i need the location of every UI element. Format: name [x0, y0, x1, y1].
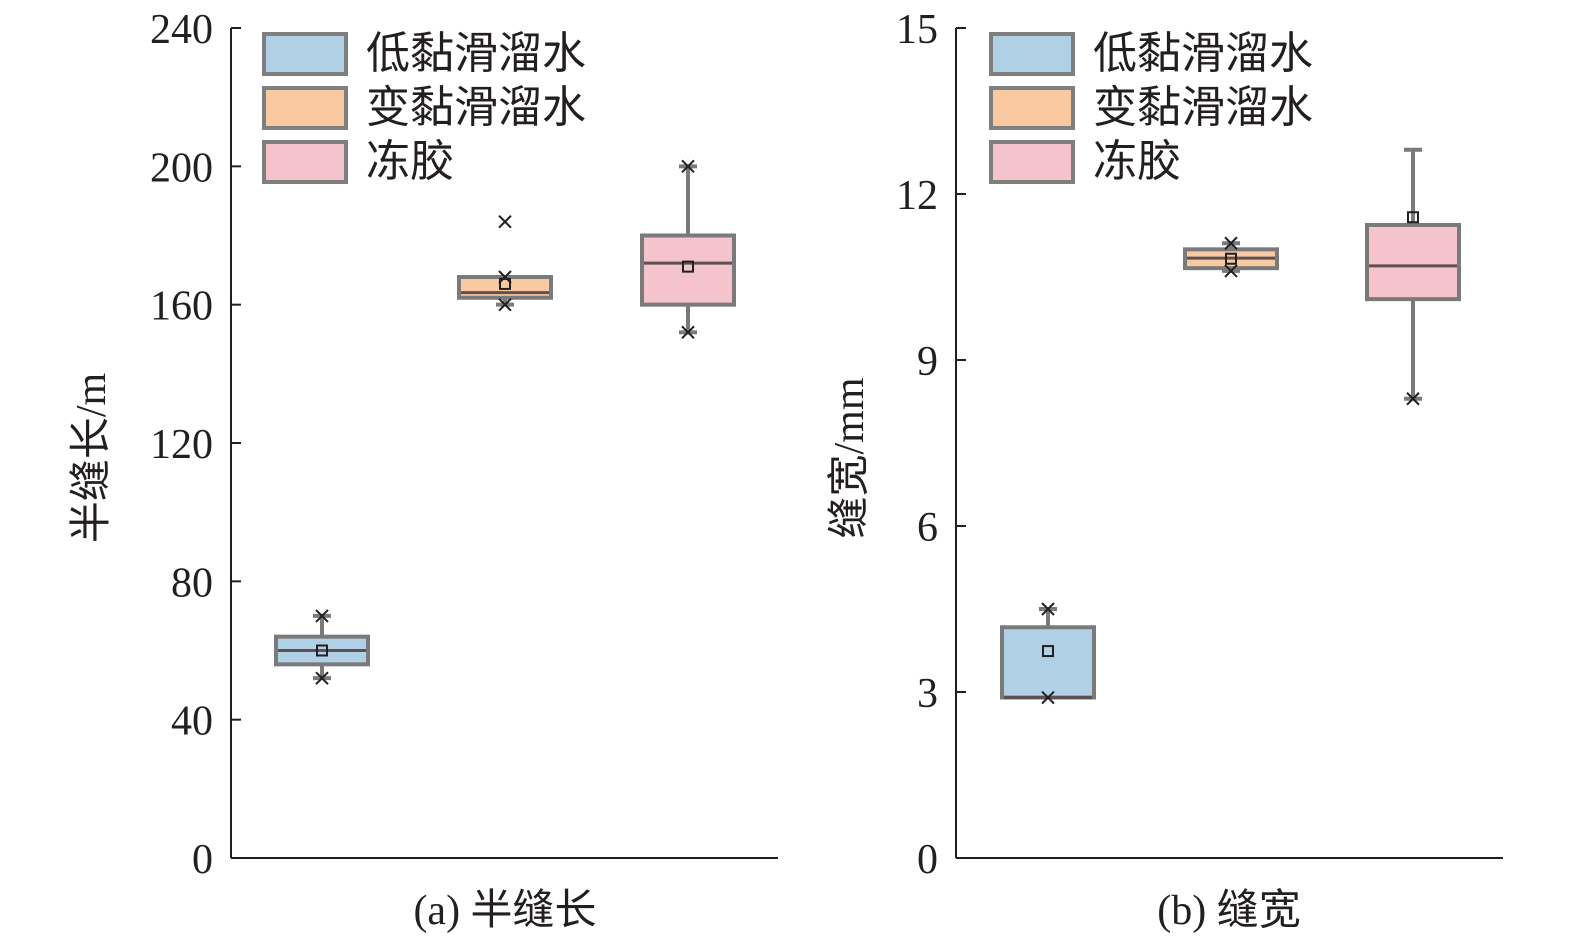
- min-marker: [498, 297, 512, 312]
- legend-label: 冻胶: [1093, 137, 1181, 186]
- chart-panel-a: 0 40 80 120 160 200 240 半缝长/m (a) 半缝长 低黏滑溜水变黏滑溜水冻…: [69, 7, 778, 934]
- mean-marker: [682, 260, 694, 273]
- box-0: [1000, 602, 1096, 705]
- min-marker: [1224, 264, 1238, 278]
- legend-label: 低黏滑溜水: [366, 29, 586, 78]
- y-tick-label: 6: [917, 505, 938, 551]
- legend-swatch: [989, 32, 1075, 76]
- legend-label: 低黏滑溜水: [1093, 29, 1313, 78]
- max-marker: [498, 270, 512, 284]
- outlier-marker: [498, 214, 512, 229]
- box-1: [457, 214, 553, 312]
- y-tick-label: 120: [150, 422, 213, 468]
- box-iqr: [1000, 625, 1096, 700]
- y-tick-label: 40: [171, 699, 213, 745]
- y-tick-label: 12: [896, 173, 938, 219]
- box-2: [1365, 147, 1461, 406]
- min-marker: [681, 325, 695, 340]
- y-axis-label: 缝宽/mm: [826, 377, 873, 538]
- box-1: [1183, 236, 1279, 278]
- legend-label: 变黏滑溜水: [366, 83, 586, 132]
- legend-label: 冻胶: [366, 137, 454, 186]
- y-tick-label: 9: [917, 339, 938, 385]
- mean-marker: [1225, 252, 1237, 265]
- y-tick-label: 15: [896, 7, 938, 53]
- y-tick-label: 200: [150, 145, 213, 191]
- panel-title: (a) 半缝长: [413, 888, 596, 934]
- legend-swatch: [989, 140, 1075, 184]
- box-2: [640, 159, 736, 340]
- legend-swatch: [262, 140, 348, 184]
- box-iqr: [457, 275, 553, 300]
- mean-marker: [316, 644, 328, 657]
- y-tick-label: 3: [917, 671, 938, 717]
- y-tick-label: 0: [917, 837, 938, 883]
- max-marker: [1041, 602, 1055, 616]
- legend-swatch: [989, 86, 1075, 130]
- mean-marker: [499, 277, 511, 290]
- y-tick-label: 80: [171, 560, 213, 606]
- max-marker: [315, 609, 329, 623]
- box-iqr: [1365, 222, 1461, 302]
- mean-marker: [1407, 211, 1419, 224]
- max-marker: [1224, 236, 1238, 250]
- box-0: [274, 609, 370, 685]
- y-axis-label: 半缝长/m: [69, 373, 115, 544]
- min-marker: [1406, 392, 1420, 406]
- y-tick-label: 0: [192, 837, 213, 883]
- y-tick-label: 240: [150, 7, 213, 53]
- min-marker: [1041, 690, 1055, 705]
- panel-title: (b) 缝宽: [1157, 887, 1300, 934]
- box-iqr: [640, 233, 736, 307]
- legend-swatch: [262, 32, 348, 76]
- max-marker: [681, 159, 695, 174]
- min-marker: [315, 671, 329, 685]
- mean-marker: [1042, 645, 1054, 658]
- legend-label: 变黏滑溜水: [1093, 83, 1313, 132]
- legend-swatch: [262, 86, 348, 130]
- y-tick-label: 160: [150, 284, 213, 330]
